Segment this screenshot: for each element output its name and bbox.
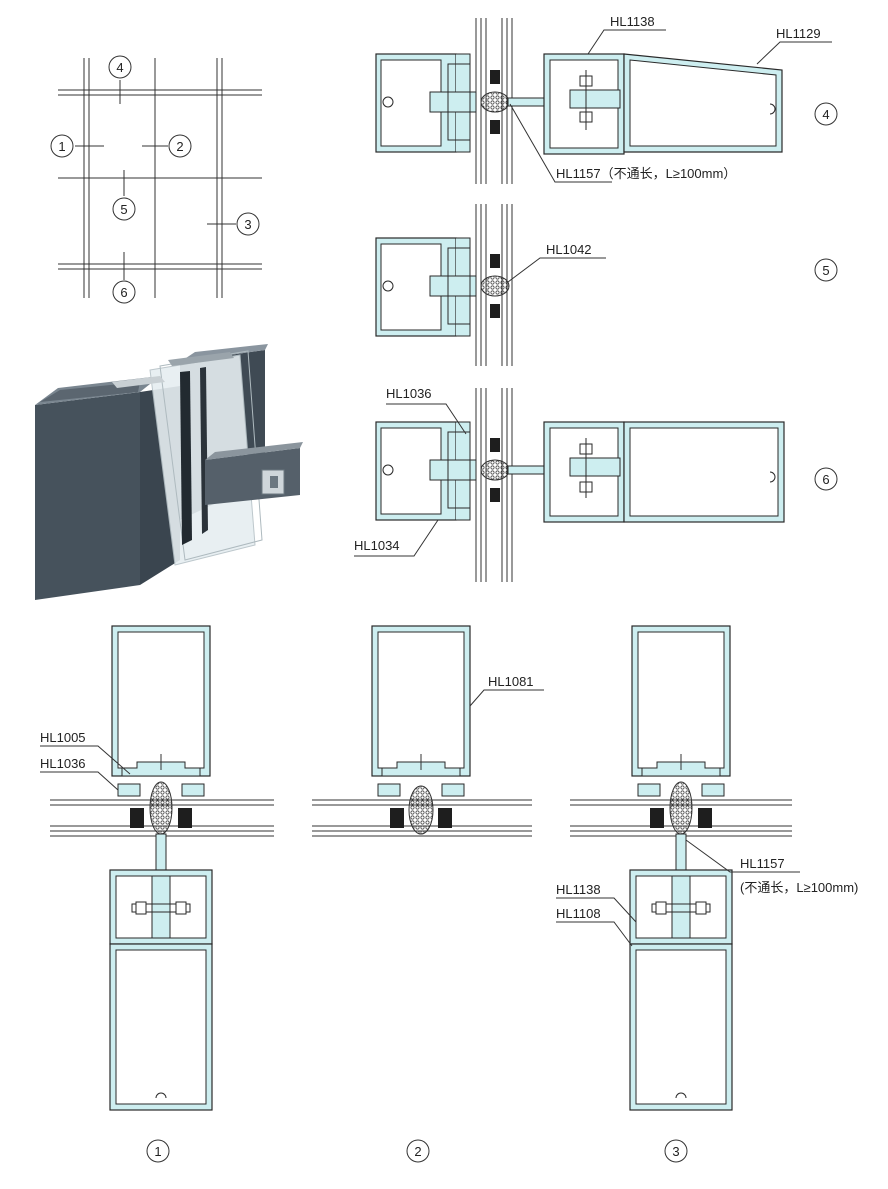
section-1-leaders xyxy=(40,745,131,791)
svg-text:1: 1 xyxy=(154,1144,161,1159)
label-hl1034: HL1034 xyxy=(354,538,400,553)
label-hl1036-s6: HL1036 xyxy=(386,386,432,401)
key-marker-5: 5 xyxy=(112,197,136,221)
svg-text:6: 6 xyxy=(120,285,127,300)
label-hl1157-s4: HL1157（不通长，L≥100mm） xyxy=(556,166,736,181)
section-4-labels xyxy=(509,29,832,183)
label-hl1108: HL1108 xyxy=(556,906,601,921)
svg-text:5: 5 xyxy=(120,202,127,217)
key-marker-2: 2 xyxy=(168,134,192,158)
svg-text:2: 2 xyxy=(414,1144,421,1159)
svg-text:1: 1 xyxy=(58,139,65,154)
leader-hl1081 xyxy=(469,689,544,707)
section-5-drawing xyxy=(375,204,513,366)
section-marker-6: 6 xyxy=(814,467,838,491)
label-hl1138-s4: HL1138 xyxy=(610,14,655,29)
svg-text:4: 4 xyxy=(116,60,123,75)
section-3-leaders xyxy=(556,839,800,947)
key-marker-4: 4 xyxy=(108,55,132,79)
svg-text:3: 3 xyxy=(244,217,251,232)
section-1-drawing xyxy=(50,625,274,1111)
key-plan xyxy=(58,58,262,298)
label-hl1005: HL1005 xyxy=(40,730,86,745)
svg-text:6: 6 xyxy=(822,472,829,487)
label-hl1129: HL1129 xyxy=(776,26,821,41)
key-marker-1: 1 xyxy=(50,134,74,158)
label-hl1036-s1: HL1036 xyxy=(40,756,86,771)
label-hl1157-s3: HL1157 xyxy=(740,856,785,871)
section-marker-4: 4 xyxy=(814,102,838,126)
svg-text:5: 5 xyxy=(822,263,829,278)
key-plan-markers: 4 1 2 5 3 6 xyxy=(50,55,260,304)
svg-text:2: 2 xyxy=(176,139,183,154)
leader-hl1042 xyxy=(507,257,606,283)
key-marker-6: 6 xyxy=(112,280,136,304)
svg-text:4: 4 xyxy=(822,107,829,122)
label-hl1157-note: (不通长，L≥100mm) xyxy=(740,880,858,895)
section-marker-1: 1 xyxy=(146,1139,170,1163)
label-hl1081: HL1081 xyxy=(488,674,534,689)
section-3-drawing xyxy=(570,625,792,1111)
section-6-leaders xyxy=(354,403,467,557)
label-hl1138-s3: HL1138 xyxy=(556,882,601,897)
section-6-drawing xyxy=(375,388,785,582)
curtain-wall-profile-3d-icon xyxy=(35,344,303,600)
section-marker-5: 5 xyxy=(814,258,838,282)
label-hl1042: HL1042 xyxy=(546,242,592,257)
svg-text:3: 3 xyxy=(672,1144,679,1159)
section-marker-2: 2 xyxy=(406,1139,430,1163)
key-marker-3: 3 xyxy=(236,212,260,236)
section-2-drawing xyxy=(312,625,532,837)
section-4-drawing xyxy=(375,18,783,184)
section-marker-3: 3 xyxy=(664,1139,688,1163)
